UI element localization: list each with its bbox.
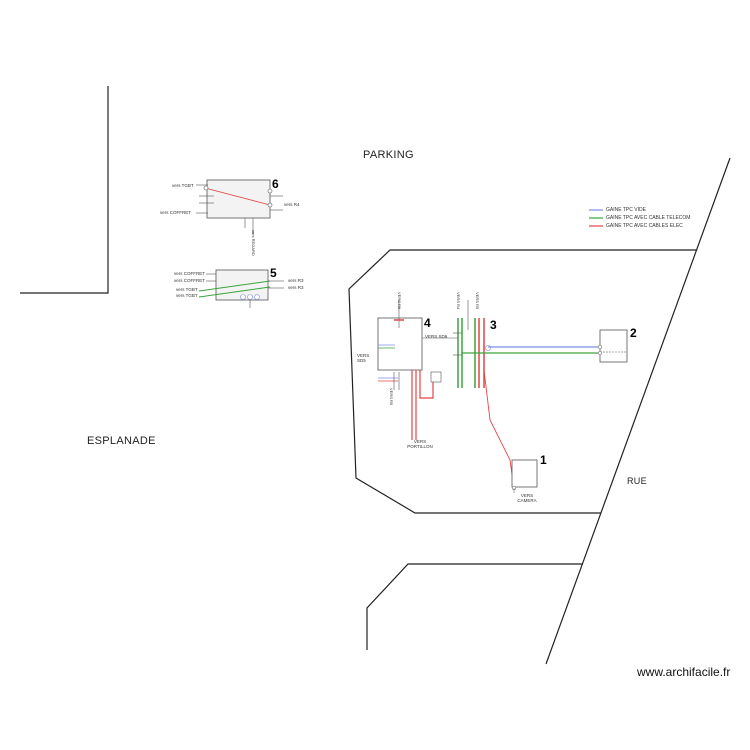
box3-label-r4: VERS R4 [456, 292, 461, 310]
box4-label-sd6: VERS SD6 [425, 334, 448, 339]
box5-label-tgbt-1: vers TGBT [176, 287, 198, 292]
box3-label-r5: VERS R5 [475, 292, 480, 310]
box-number-6: 6 [272, 177, 279, 191]
box6-label-coffret: vers COFFRET [160, 210, 191, 215]
building-outline [348, 249, 697, 514]
box5-label-tgbt-2: vers TGBT [176, 293, 198, 298]
box-number-5: 5 [270, 266, 277, 280]
area-label-esplanade: ESPLANADE [87, 435, 156, 447]
site-credit: www.archifacile.fr [637, 665, 731, 679]
box4-label-r6: VERS R6 [397, 292, 402, 310]
box4-label-sd5: VERS SD5 [357, 353, 370, 363]
area-label-parking: PARKING [363, 149, 414, 161]
legend-empty-label: GAINE TPC VIDE [606, 207, 646, 213]
box-6 [196, 179, 283, 234]
box-number-3: 3 [490, 318, 497, 332]
box-2 [597, 329, 628, 363]
box-number-4: 4 [424, 316, 431, 330]
box-5 [198, 269, 284, 308]
area-label-rue: RUE [627, 476, 647, 486]
box4-label-portillon: VERS PORTILLON [407, 439, 433, 449]
box-4 [377, 300, 458, 440]
box5-label-r3-1: vers R3 [288, 278, 304, 283]
esplanade-wall [20, 86, 109, 294]
box1-label-camera: VERS CAMERA [517, 493, 537, 503]
box-1 [511, 459, 538, 493]
lower-building-outline [366, 563, 583, 650]
box6-label-r4: vers R4 [284, 202, 300, 207]
box5-label-coffret-2: vers COFFRET [174, 278, 205, 283]
box-number-2: 2 [630, 326, 637, 340]
box5-label-coffret-1: vers COFFRET [174, 271, 205, 276]
box4-label-r5: VERS R5 [389, 388, 394, 406]
box5-label-r3-2: vers R3 [288, 285, 304, 290]
box6-label-regard: vers REGARD [251, 230, 256, 256]
box-number-1: 1 [540, 453, 547, 467]
conduit-elec-camera [483, 369, 515, 489]
legend-lines [589, 209, 603, 227]
legend-elec-label: GAINE TPC AVEC CABLES ELEC [606, 223, 683, 229]
rue-edge [545, 157, 731, 665]
box6-label-tgbt: vers TGBT [172, 183, 194, 188]
legend-telecom-label: GAINE TPC AVEC CABLE TELECOM [606, 215, 691, 221]
